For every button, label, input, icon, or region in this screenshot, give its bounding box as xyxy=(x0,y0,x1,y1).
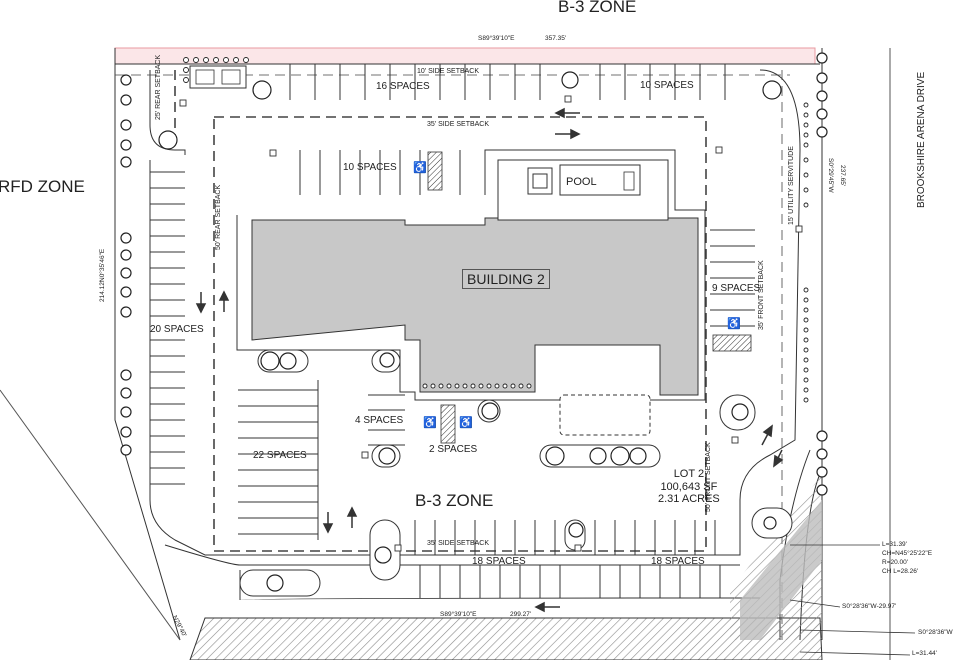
se-bearing-1: S0°28'36"W-29.97' xyxy=(842,603,897,610)
setback-side-35-bottom: 35' SIDE SETBACK xyxy=(427,540,490,547)
south-row-hatch xyxy=(189,617,823,660)
property-boundary xyxy=(114,48,181,641)
parking-label-inner-top: 10 SPACES xyxy=(343,162,397,173)
parking-label-top-left: 16 SPACES xyxy=(376,81,430,92)
parking-label-center-left: 22 SPACES xyxy=(253,450,307,461)
parking-label-bottom-left: 18 SPACES xyxy=(472,556,526,567)
accessible-aisle-right xyxy=(712,334,752,352)
north-distance: 357.35' xyxy=(545,35,567,42)
bottom-length: L=31.44' xyxy=(912,650,937,657)
lot-acres: 2.31 ACRES xyxy=(658,493,720,506)
south-bearing: S89°39'10"E xyxy=(440,611,477,618)
zone-label-bottom: B-3 ZONE xyxy=(415,491,494,510)
se-bearing-2: S0°28'36"W xyxy=(918,629,953,636)
accessible-parking-icon: ♿ xyxy=(459,417,473,429)
curb-outer xyxy=(149,69,801,556)
parking-label-bottom-right: 18 SPACES xyxy=(651,556,705,567)
parking-label-small-a: 4 SPACES xyxy=(355,415,404,426)
east-distance: 237.65' xyxy=(839,165,846,187)
lot-area: 100,643 SF xyxy=(660,480,718,493)
setback-side-top: 10' SIDE SETBACK xyxy=(417,68,480,75)
accessible-aisle-center xyxy=(440,404,456,444)
accessible-parking-icon: ♿ xyxy=(727,318,741,330)
setback-rear-25: 25' REAR SETBACK xyxy=(155,54,162,120)
accessible-parking-icon: ♿ xyxy=(423,417,437,429)
setback-side-35-top: 35' SIDE SETBACK xyxy=(427,121,490,128)
curve-chord-bearing: CH=N45°25'22"E xyxy=(882,550,933,557)
north-boundary-strip xyxy=(114,47,816,65)
west-distance: 214.12' xyxy=(99,280,106,302)
parking-stalls xyxy=(150,64,755,598)
trees xyxy=(120,52,828,592)
setback-front-50: 50' FRONT SETBACK xyxy=(705,442,712,512)
light-poles xyxy=(179,95,803,552)
parking-label-small-b: 2 SPACES xyxy=(429,444,478,455)
dumpster-enclosure xyxy=(189,65,247,89)
zone-label-left: RFD ZONE xyxy=(0,177,85,196)
accessible-aisle-top xyxy=(427,151,443,191)
curve-length: L=31.39' xyxy=(882,541,907,548)
setback-utility: 15' UTILITY SERVITUDE xyxy=(788,146,795,225)
pool xyxy=(559,164,641,196)
parking-label-right: 9 SPACES xyxy=(712,283,761,294)
curve-chord-length: CH L=28.26' xyxy=(882,568,919,575)
road-label: BROOKSHIRE ARENA DRIVE xyxy=(916,71,927,208)
lot-info: LOT 2 100,643 SF 2.31 ACRES xyxy=(658,468,720,506)
west-bearing: N0°35'46"E xyxy=(99,248,106,282)
accessible-parking-icon: ♿ xyxy=(413,162,427,174)
parking-label-top-right: 10 SPACES xyxy=(640,80,694,91)
setback-front-35: 35' FRONT SETBACK xyxy=(758,260,765,330)
parking-label-left: 20 SPACES xyxy=(150,324,204,335)
traffic-arrows xyxy=(195,107,784,613)
curve-radius: R=20.00' xyxy=(882,559,908,566)
building-2 xyxy=(251,217,699,396)
setback-rear-50: 50' REAR SETBACK xyxy=(215,184,222,250)
pool-label: POOL xyxy=(566,176,597,188)
south-distance: 299.27' xyxy=(510,611,532,618)
zone-label-top: B-3 ZONE xyxy=(558,0,637,16)
shrub-rows xyxy=(183,57,809,403)
north-bearing: S89°39'10"E xyxy=(478,35,515,42)
building-label: BUILDING 2 xyxy=(462,269,550,289)
east-bearing: S0°29'45"W xyxy=(827,158,834,193)
lot-name: LOT 2 xyxy=(673,468,705,480)
